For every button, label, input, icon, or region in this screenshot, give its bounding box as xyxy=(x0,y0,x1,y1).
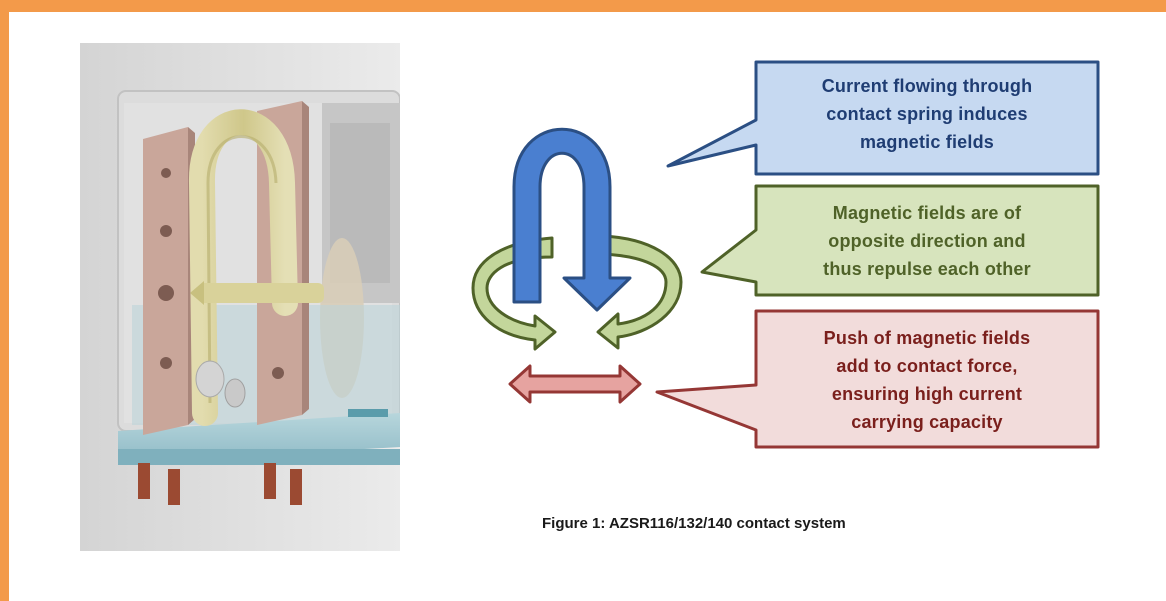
magnetic-field-diagram xyxy=(471,60,1100,449)
callout-push-shape xyxy=(655,309,1100,449)
callout-current-line-1: Current flowing through xyxy=(821,76,1033,96)
relay-render-image xyxy=(80,43,400,551)
left-field-arrow xyxy=(471,236,557,351)
callout-push-text: Push of magnetic fields add to contact f… xyxy=(756,324,1098,436)
orange-frame-left xyxy=(0,0,9,601)
callout-current-line-2: contact spring induces xyxy=(826,104,1028,124)
callout-fields-text: Magnetic fields are of opposite directio… xyxy=(756,199,1098,283)
callout-current-shape xyxy=(666,60,1100,176)
callout-fields-line-1: Magnetic fields are of xyxy=(832,203,1022,223)
orange-frame-top xyxy=(0,0,1166,12)
callout-fields-shape xyxy=(700,184,1100,297)
right-field-arrow xyxy=(596,234,683,350)
figure-caption: Figure 1: AZSR116/132/140 contact system xyxy=(542,515,846,532)
u-turn-arrow-icon xyxy=(512,127,632,312)
callout-push-line-3: ensuring high current xyxy=(831,384,1023,404)
callout-current-text: Current flowing through contact spring i… xyxy=(756,72,1098,156)
circular-arrow-icon xyxy=(471,234,683,351)
callout-fields-line-3: thus repulse each other xyxy=(823,259,1031,279)
callout-push-line-2: add to contact force, xyxy=(836,356,1018,376)
callout-fields-line-2: opposite direction and xyxy=(828,231,1026,251)
callout-current-line-3: magnetic fields xyxy=(859,132,995,152)
double-headed-arrow-icon xyxy=(508,364,642,404)
callout-push-line-1: Push of magnetic fields xyxy=(823,328,1031,348)
callout-push-line-4: carrying capacity xyxy=(851,412,1003,432)
